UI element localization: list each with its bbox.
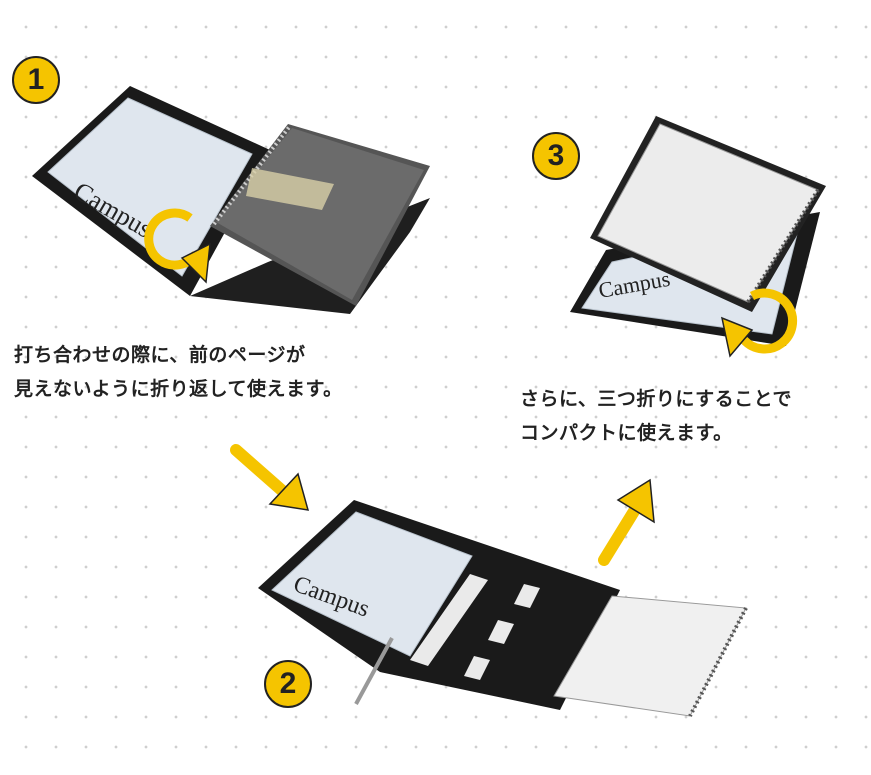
card-slot-2 [488,620,514,644]
notebook-label [246,168,334,210]
notepad-brand-1: Campus [69,176,157,244]
notebook-page [597,123,819,303]
step3-caption: さらに、三つ折りにすることで コンパクトに使えます。 [520,382,792,450]
step3-caption-line2: コンパクトに使えます。 [520,422,733,444]
step-badge-2: 2 [264,660,312,708]
rotate-arrowhead-3 [720,316,754,358]
folded-notebook [210,124,430,306]
pen [354,637,394,705]
step1-caption: 打ち合わせの際に、前のページが 見えないように折り返して使えます。 [14,338,343,406]
notepad-left [47,97,253,277]
card-slot-3 [464,656,490,680]
notepad-left-2 [271,511,473,657]
step3-caption-line1: さらに、三つ折りにすることで [520,388,793,410]
binder-open [258,500,620,710]
folded-cover [590,116,826,312]
notebook-spiral [212,124,292,226]
step1-caption-line1: 打ち合わせの際に、前のページが [14,344,306,366]
rotate-arrow-3 [740,288,798,354]
rotate-arrow-1 [144,208,200,270]
notepad-bottom [581,221,801,335]
notepad-brand-2: Campus [290,571,373,622]
notebook-spiral-3 [746,188,820,304]
card-slot-1 [514,584,540,608]
binder-bottom-panel [190,198,430,314]
step-badge-3: 3 [532,132,580,180]
binder-left-panel [32,86,270,296]
notebook-spiral-2 [688,607,748,717]
step1-caption-line2: 見えないように折り返して使えます。 [14,378,343,400]
folded-notebook-top [216,128,424,300]
notebook-right [553,595,747,717]
step-badge-1: 1 [12,56,60,104]
binder-back [570,212,820,346]
rotate-arrowhead-1 [180,242,211,284]
notepad-brand-3: Campus [597,266,672,303]
pen-holder-strip [410,574,488,666]
